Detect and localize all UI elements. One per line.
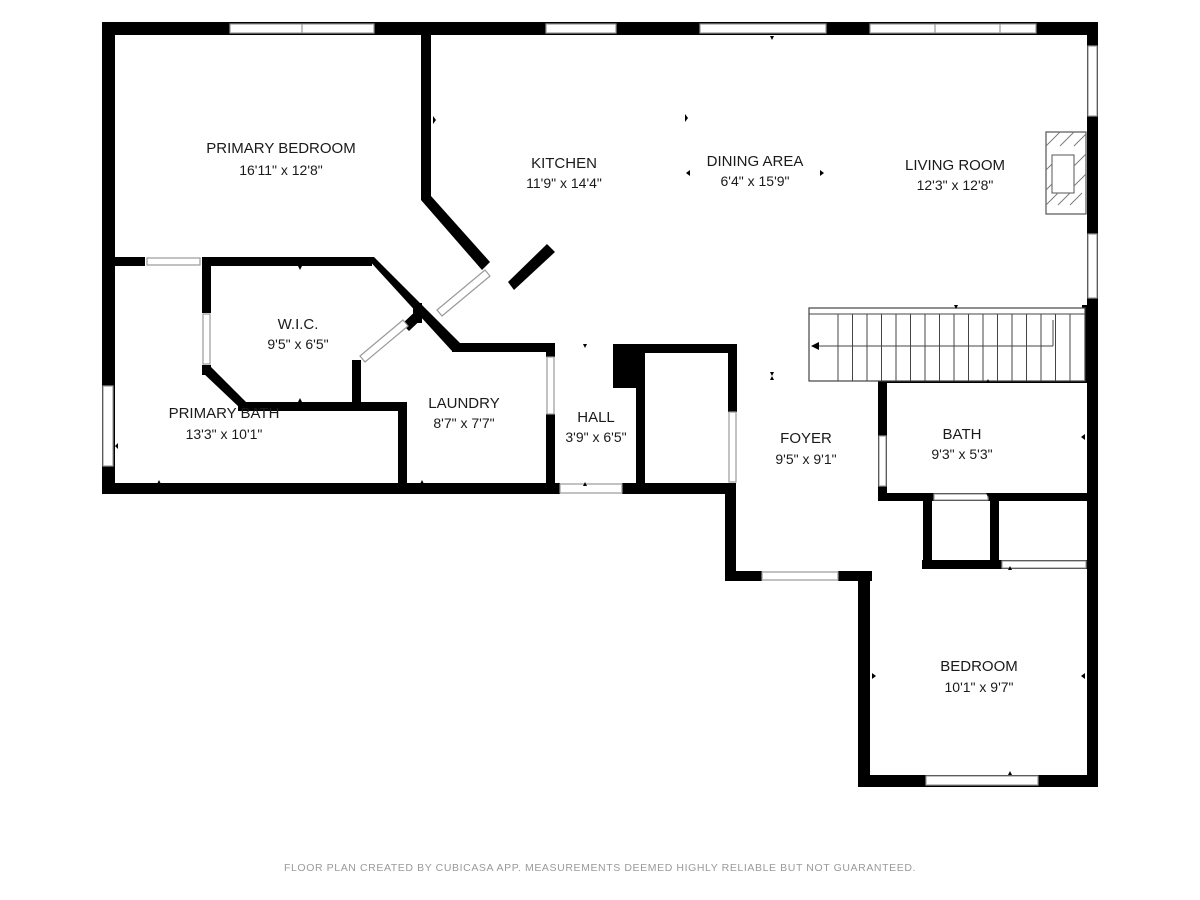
window-living-right-1 (1087, 45, 1098, 117)
room-name-kitchen: KITCHEN (531, 155, 597, 172)
wall-foyer-bottom-right (838, 571, 872, 581)
door-primary-bedroom (146, 257, 201, 266)
wall-right-outer (1087, 22, 1098, 787)
wall-bedroom-bottom-left (102, 257, 145, 266)
wall-laundry-right-bottom (546, 414, 555, 492)
wall-kitchen-divider (421, 28, 431, 200)
room-dim-bedroom: 10'1" x 9'7" (945, 679, 1014, 695)
fireplace (1045, 131, 1087, 215)
wall-wic-lower-angle (202, 366, 246, 408)
wall-foyer-left (725, 483, 736, 581)
room-dim-kitchen: 11'9" x 14'4" (526, 175, 602, 191)
room-name-foyer: FOYER (780, 430, 832, 447)
wall-closet-hall-top (636, 344, 737, 353)
window-bedroom-bottom (925, 775, 1039, 786)
door-bath (878, 435, 887, 487)
door-bedroom (1001, 560, 1087, 569)
room-dim-hall: 3'9" x 6'5" (565, 429, 626, 445)
door-laundry (546, 356, 555, 415)
door-wic-side (202, 313, 211, 365)
fireplace-inner (1051, 154, 1075, 194)
door-closet-hall (728, 411, 737, 483)
stairs-outline (808, 307, 1086, 382)
wall-closet-hall-post (613, 344, 637, 388)
windows (102, 23, 1098, 786)
wall-laundry-right-top (546, 343, 555, 357)
stairs-arrow (811, 342, 819, 350)
room-name-dining-area: DINING AREA (707, 153, 804, 170)
room-name-primary-bath: PRIMARY BATH (169, 405, 280, 422)
wall-wic-top (202, 257, 372, 266)
wall-bath-top-inner (238, 402, 406, 411)
room-name-primary-bedroom: PRIMARY BEDROOM (206, 140, 355, 157)
dimension-ticks (115, 36, 1085, 775)
room-dim-bath: 9'3" x 5'3" (931, 446, 992, 462)
wall-bottom-left (102, 483, 560, 494)
stairs (808, 307, 1086, 382)
room-dim-laundry: 8'7" x 7'7" (433, 415, 494, 431)
openings (146, 257, 1087, 581)
room-name-bedroom: BEDROOM (940, 658, 1018, 675)
wall-closet-right (990, 497, 999, 563)
room-dim-dining-area: 6'4" x 15'9" (721, 173, 790, 189)
room-dim-living-room: 12'3" x 12'8" (917, 177, 994, 193)
wall-closet-hall-left (636, 344, 645, 490)
footer-disclaimer: FLOOR PLAN CREATED BY CUBICASA APP. MEAS… (283, 862, 917, 874)
wall-bedroom-left (858, 571, 870, 786)
room-dim-primary-bedroom: 16'11" x 12'8" (239, 162, 323, 178)
wall-laundry-top (452, 343, 554, 352)
room-dim-primary-bath: 13'3" x 10'1" (186, 426, 263, 442)
room-name-bath: BATH (943, 426, 982, 443)
room-labels: PRIMARY BEDROOM 16'11" x 12'8" KITCHEN 1… (169, 140, 1018, 695)
room-dim-foyer: 9'5" x 9'1" (775, 451, 836, 467)
wall-laundry-left (398, 402, 407, 492)
room-dim-wic: 9'5" x 6'5" (267, 336, 328, 352)
door-wic-angled (359, 319, 409, 363)
wall-wic-jamb-post (413, 303, 422, 323)
room-name-hall: HALL (577, 409, 615, 426)
wall-closet-hall-right (728, 344, 737, 412)
window-kitchen-top (545, 23, 617, 34)
wall-kitchen-stub (508, 244, 555, 290)
window-bath-left (102, 385, 114, 467)
wall-closet-left (923, 497, 932, 569)
door-kitchen-angled (436, 269, 491, 317)
window-dining-top (699, 23, 827, 34)
door-closet (933, 493, 989, 501)
room-name-wic: W.I.C. (278, 316, 319, 333)
wall-wic-left (202, 257, 211, 313)
wall-laundry-left-stub (352, 360, 361, 406)
window-living-right-2 (1087, 233, 1098, 299)
window-living-top (869, 23, 1037, 34)
door-hall-bottom (559, 483, 623, 494)
room-name-laundry: LAUNDRY (428, 395, 499, 412)
room-name-living-room: LIVING ROOM (905, 157, 1005, 174)
wall-foyer-bottom-left (725, 571, 762, 581)
wall-kitchen-angle (421, 196, 490, 270)
wall-bottom-mid (622, 483, 736, 494)
door-foyer-entry (761, 571, 839, 581)
